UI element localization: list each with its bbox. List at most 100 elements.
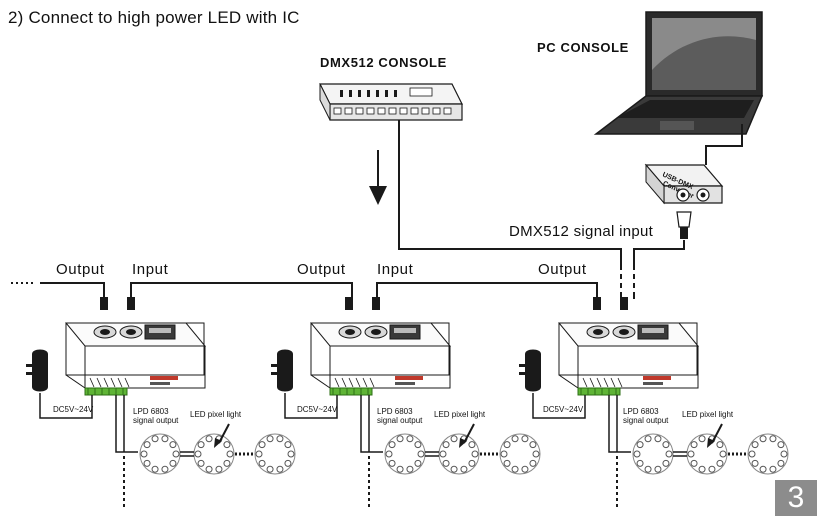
input-connector [620, 297, 628, 310]
rotary-switch-center [371, 329, 381, 335]
led-pixel [255, 450, 263, 458]
unit2-power-label: DC5V~24V [297, 405, 338, 414]
led-pixel [151, 465, 159, 473]
led-pixel [161, 435, 169, 443]
pixel-pointer-head [707, 438, 715, 448]
unit2-output-label: Output [297, 261, 346, 278]
unit1-lpd-line2: signal output [133, 416, 179, 425]
led-pixel [194, 450, 202, 458]
dmx-console-display [409, 87, 433, 97]
terminal-marking [89, 377, 95, 388]
unit1-power-label: DC5V~24V [53, 405, 94, 414]
terminal-marking [124, 377, 130, 388]
led-pixel [529, 459, 537, 467]
led-pixel [633, 450, 641, 458]
pc-laptop [593, 11, 764, 165]
decoder-housing-edge [558, 374, 579, 389]
led-pixel [172, 450, 180, 458]
led-pixel [511, 435, 519, 443]
led-pixel [284, 459, 292, 467]
led-pixel [442, 441, 450, 449]
led-pixel [529, 441, 537, 449]
dmx-console-fader [358, 90, 361, 97]
led-pixel [143, 441, 151, 449]
led-pixel [777, 459, 785, 467]
terminal-marking [110, 377, 116, 388]
led-pixel [442, 459, 450, 467]
terminal-marking [582, 377, 588, 388]
led-pixel [406, 435, 414, 443]
terminal-marking [603, 377, 609, 388]
dmx-console-fader [340, 90, 343, 97]
unit1-lpd-line1: LPD 6803 [133, 407, 169, 416]
dmx-console-fader [394, 90, 397, 97]
dmx-console-key [443, 107, 452, 115]
terminal-marking [334, 377, 340, 388]
led-pixel [450, 435, 458, 443]
daisy-chain-cable-2 [376, 282, 598, 297]
terminal-marking [596, 377, 602, 388]
rotary-switch-center [619, 329, 629, 335]
converter-cable [633, 240, 685, 299]
adapter-prong [519, 364, 525, 367]
led-pixel [396, 435, 404, 443]
decoder-display-screen [642, 328, 664, 333]
led-pixel [439, 450, 447, 458]
converter-plug-body [680, 227, 688, 239]
led-pixel [406, 465, 414, 473]
led-pixel [276, 435, 284, 443]
led-pixel [169, 459, 177, 467]
led-pixel [503, 441, 511, 449]
diagram-heading: 2) Connect to high power LED with IC [8, 8, 300, 27]
decoder-unit-1 [26, 297, 296, 508]
led-pixel [748, 450, 756, 458]
laptop-keyboard [616, 100, 754, 118]
led-pixel [226, 450, 234, 458]
led-pixel [503, 459, 511, 467]
dmx-console-fader [376, 90, 379, 97]
power-cable [39, 393, 93, 419]
led-pixel [690, 441, 698, 449]
led-pixel [708, 465, 716, 473]
decoder-display-screen [149, 328, 171, 333]
led-pixel [687, 450, 695, 458]
led-pixel-ring [384, 433, 426, 475]
terminal-marking [117, 377, 123, 388]
dmx-console-key [333, 107, 342, 115]
led-pixel [698, 435, 706, 443]
led-pixel [258, 441, 266, 449]
led-pixel [284, 441, 292, 449]
led-pixel [698, 465, 706, 473]
led-pixel [258, 459, 266, 467]
led-pixel [759, 465, 767, 473]
unit2-pixel-label: LED pixel light [434, 410, 486, 419]
led-pixel [266, 435, 274, 443]
led-pixel [716, 459, 724, 467]
led-pixel [759, 435, 767, 443]
converter-xlr-pin [680, 192, 686, 198]
terminal-marking [369, 377, 375, 388]
led-pixel [751, 441, 759, 449]
unit2-input-label: Input [377, 261, 414, 278]
power-adapter [277, 349, 293, 392]
dmx-console-fader [367, 90, 370, 97]
led-pixel-ring [193, 433, 235, 475]
decoder-unit-2 [271, 297, 541, 508]
output-connector [100, 297, 108, 310]
signal-break-mask [616, 265, 640, 295]
dmx-signal-input-label: DMX512 signal input [509, 223, 654, 240]
terminal-marking [355, 377, 361, 388]
led-pixel [468, 459, 476, 467]
dataflow-arrow-head [369, 186, 387, 205]
decoder-housing-front [329, 345, 451, 389]
led-pixel [471, 450, 479, 458]
led-pixel [751, 459, 759, 467]
unit1-output-cable [40, 282, 105, 297]
warning-label [395, 376, 423, 380]
led-pixel [276, 465, 284, 473]
led-pixel [719, 450, 727, 458]
dmx-console-label: DMX512 CONSOLE [320, 55, 447, 70]
pixel-pointer [711, 423, 723, 444]
